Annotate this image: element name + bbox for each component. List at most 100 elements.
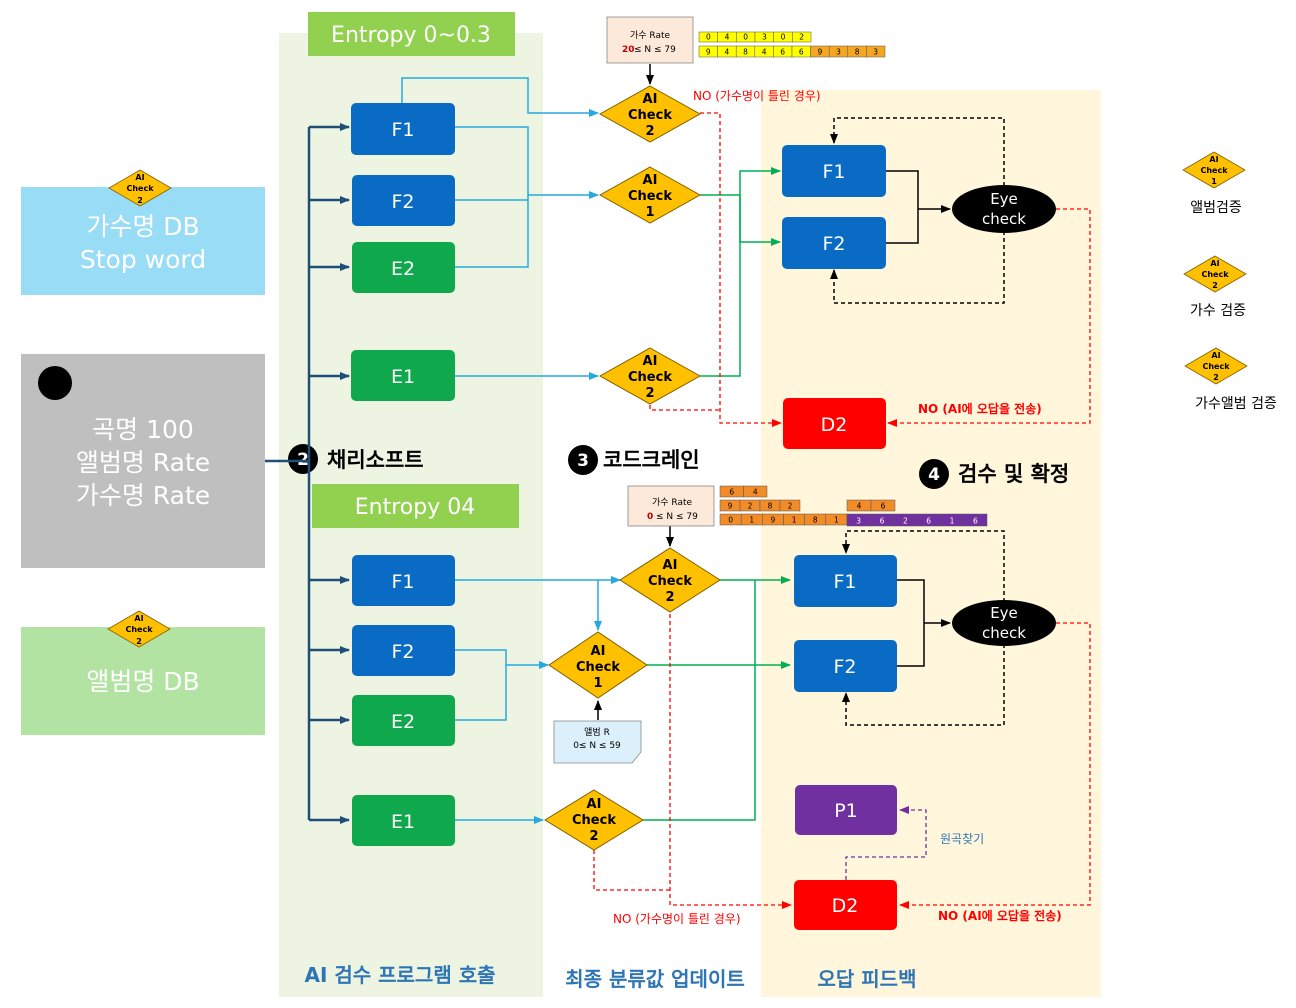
node-f1-top-right-label: F1 — [822, 161, 845, 183]
strip-cell: 9 — [810, 45, 830, 58]
eye-check-bottom — [952, 600, 1056, 646]
strip-cell: 3 — [846, 513, 871, 527]
node-f2-bottom-right-label: F2 — [833, 656, 856, 678]
svg-text:Check: Check — [1201, 270, 1229, 279]
svg-text:1: 1 — [950, 517, 955, 526]
strip-cell: 8 — [735, 45, 756, 58]
zone1-header — [308, 12, 515, 56]
svg-text:Check: Check — [628, 189, 672, 204]
mini-ai-check-icon: AI Check 2 — [108, 169, 172, 207]
svg-text:Check: Check — [572, 813, 616, 828]
svg-text:2: 2 — [137, 196, 143, 205]
singer-db-line2: Stop word — [80, 245, 206, 274]
node-f2-bottom-left — [352, 625, 455, 676]
note-singer-rate-top-range: ≤ N ≤ 79 — [634, 45, 676, 55]
node-f2-bottom-left-label: F2 — [391, 641, 414, 663]
svg-text:AI: AI — [643, 354, 658, 369]
strip-cell: 9 — [719, 499, 741, 512]
strip-cell: 3 — [866, 45, 886, 58]
svg-text:AI: AI — [587, 797, 602, 812]
svg-text:AI: AI — [135, 173, 144, 182]
ai-check-diamond-bottom-2: AI Check 1 — [548, 631, 648, 699]
svg-text:9: 9 — [771, 516, 776, 525]
node-f2-bottom-right — [794, 640, 897, 692]
green-connectors — [641, 167, 791, 821]
svg-text:6: 6 — [729, 488, 734, 497]
svg-text:0: 0 — [743, 33, 748, 42]
node-p1-label: P1 — [834, 800, 858, 822]
footer-feedback: 오답 피드백 — [818, 967, 917, 991]
svg-text:1: 1 — [1211, 177, 1217, 186]
strip-cell: 1 — [825, 513, 848, 526]
svg-text:9: 9 — [706, 48, 711, 57]
svg-text:Check: Check — [576, 660, 620, 675]
red-connectors — [593, 112, 1091, 909]
svg-text:AI: AI — [643, 92, 658, 107]
svg-text:4: 4 — [762, 48, 767, 57]
strip-cell: 6 — [916, 513, 941, 527]
ai-check-diamond-bottom-1: AI Check 2 — [619, 547, 721, 613]
svg-text:Check: Check — [125, 625, 153, 634]
svg-text:1: 1 — [749, 516, 754, 525]
strip-cell: 0 — [698, 31, 718, 43]
ai-check-diamond-top-1: AI Check 2 — [598, 85, 702, 143]
svg-text:1: 1 — [834, 516, 839, 525]
node-f1-bottom-left — [352, 555, 455, 606]
strip-cell: 6 — [963, 513, 988, 527]
note-singer-rate-mid-title: 가수 Rate — [652, 497, 693, 508]
strip-cell: 9 — [698, 45, 718, 58]
svg-text:0: 0 — [781, 33, 786, 42]
album-db-label: 앨범명 DB — [86, 667, 199, 696]
legend-singer-check-label: 가수 검증 — [1190, 303, 1246, 319]
svg-text:0: 0 — [706, 33, 711, 42]
step1-line3: 가수명 Rate — [76, 481, 210, 510]
svg-text:8: 8 — [768, 502, 773, 511]
step4-badge — [919, 459, 949, 489]
node-f1-top-left — [351, 103, 455, 155]
singer-db-line1: 가수명 DB — [86, 212, 199, 241]
svg-text:Check: Check — [648, 574, 692, 589]
strip-cell: 2 — [739, 499, 761, 512]
strip-cell: 1 — [940, 513, 964, 527]
svg-text:2: 2 — [1212, 281, 1218, 290]
svg-text:3: 3 — [836, 48, 841, 57]
svg-text:2: 2 — [788, 502, 793, 511]
svg-text:3: 3 — [856, 517, 861, 526]
node-e1-top-left-label: E1 — [391, 366, 415, 388]
svg-text:2: 2 — [645, 124, 654, 139]
note-singer-rate-top-pre: 20 — [622, 45, 635, 55]
ai-check-diamond-top-3: AI Check 2 — [598, 347, 702, 405]
step3-label: 코드크레인 — [603, 448, 700, 472]
node-f1-top-left-label: F1 — [391, 119, 414, 141]
ai-check-diamond-bottom-3: AI Check 2 — [544, 789, 644, 851]
singer-db-box — [21, 187, 265, 295]
footer-ai-call: AI 검수 프로그램 호출 — [304, 963, 495, 987]
node-f1-bottom-right-label: F1 — [833, 571, 856, 593]
node-e1-bottom-left — [352, 795, 455, 846]
step1-line1: 곡명 100 — [92, 415, 194, 444]
strip-cell: 2 — [779, 499, 801, 512]
note-album-rate-range: 0≤ N ≤ 59 — [573, 741, 621, 751]
strip-cell: 3 — [754, 31, 774, 43]
purple-connector — [845, 806, 927, 880]
svg-text:AI: AI — [1210, 259, 1219, 268]
node-f2-top-left-label: F2 — [391, 191, 414, 213]
note-singer-rate-mid-pre: 0 — [647, 512, 653, 522]
strip-cell: 2 — [792, 31, 812, 43]
step2-label: 채리소프트 — [327, 448, 424, 472]
node-d2-top — [783, 398, 886, 449]
svg-text:9: 9 — [728, 502, 733, 511]
strip-cell: 4 — [717, 31, 737, 43]
label-no-ai-bottom: NO (AI에 오답을 전송) — [938, 908, 1062, 923]
strip-cell: 4 — [743, 485, 768, 498]
svg-text:6: 6 — [973, 517, 978, 526]
svg-text:4: 4 — [725, 33, 730, 42]
strip-cell: 0 — [719, 513, 742, 526]
svg-text:1: 1 — [645, 205, 654, 220]
ai-check-diamond-top-2: AI Check 1 — [598, 166, 702, 224]
note-album-rate — [553, 720, 642, 764]
step1-badge — [38, 366, 72, 400]
svg-text:6: 6 — [780, 48, 785, 57]
node-e2-top-left — [352, 242, 455, 293]
svg-text:2: 2 — [748, 502, 753, 511]
